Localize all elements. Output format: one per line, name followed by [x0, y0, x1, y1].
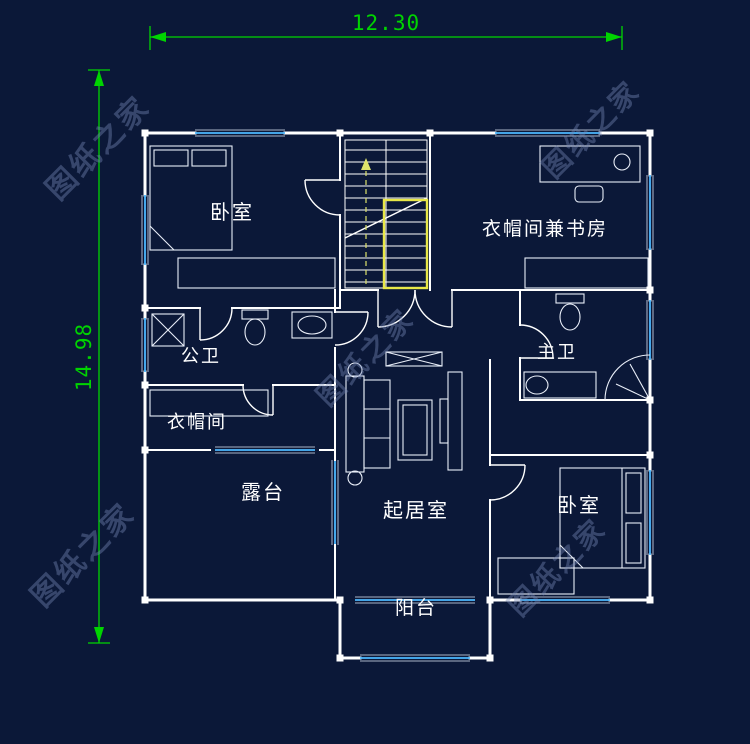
columns [141, 129, 654, 662]
sink [291, 311, 333, 339]
bed-bottom-right [559, 467, 646, 569]
room-label-cloakroom: 衣帽间 [167, 412, 227, 433]
door-public-bathroom [199, 307, 233, 341]
outer-walls [143, 131, 652, 660]
stair-break-line [344, 197, 428, 239]
dim-arrow-down-icon [94, 627, 104, 643]
dimension-top: 12.30 [149, 11, 623, 50]
room-labels: 卧室 衣帽间兼书房 公卫 主卫 衣帽间 露台 起居室 卧室 阳台 [167, 200, 608, 619]
sink [525, 375, 549, 395]
room-label-bedroom-bottom-right: 卧室 [557, 493, 601, 517]
corner-shower [604, 354, 651, 401]
sofa-seat [363, 379, 391, 469]
toilet-bowl [244, 318, 266, 346]
bed-top-left [149, 145, 233, 251]
coffee-table [397, 399, 433, 461]
door-master-bathroom [519, 324, 554, 359]
room-label-bedroom-top-left: 卧室 [210, 200, 254, 224]
watermark-text: 图纸之家 [39, 89, 157, 207]
dim-arrow-right-icon [606, 32, 622, 42]
wardrobe-cloakroom [149, 389, 269, 417]
furniture-bedroom-top-left [149, 145, 336, 289]
room-label-public-bathroom: 公卫 [181, 346, 221, 367]
wardrobe-top-left [177, 257, 336, 289]
furniture-bedroom-bottom-right [497, 467, 646, 595]
dim-arrow-up-icon [94, 70, 104, 86]
door-bedroom-top-left [304, 179, 341, 216]
door-living-side [334, 311, 369, 346]
watermark-text: 图纸之家 [536, 74, 647, 185]
furniture-living-room [345, 351, 463, 486]
staircase [344, 139, 429, 290]
toilet-bowl [559, 303, 581, 331]
room-label-living-room: 起居室 [383, 498, 449, 522]
wardrobe-bottom-right [497, 557, 575, 595]
toilet-tank [241, 309, 269, 320]
stair-direction-arrow-icon [361, 158, 371, 170]
chair [574, 185, 604, 203]
furniture-cloakroom [149, 389, 269, 417]
dim-arrow-left-icon [150, 32, 166, 42]
interior-walls [144, 132, 651, 601]
room-label-master-bathroom: 主卫 [537, 342, 577, 363]
door-living-left-leaf [377, 289, 416, 328]
room-label-wardrobe-study: 衣帽间兼书房 [482, 218, 608, 240]
tv-wall [447, 371, 463, 471]
watermark-text: 图纸之家 [310, 302, 421, 413]
room-label-balcony: 阳台 [395, 597, 437, 619]
dimension-height-label: 14.98 [72, 323, 96, 391]
desk [539, 145, 641, 183]
wardrobe-study [524, 257, 649, 289]
door-living-right-leaf [414, 289, 453, 328]
stair-highlight-box [382, 198, 429, 290]
room-label-terrace: 露台 [241, 480, 285, 504]
tv [439, 398, 449, 444]
toilet-tank [555, 293, 585, 304]
watermark-text: 图纸之家 [502, 512, 613, 623]
windows [141, 129, 654, 662]
dimension-left: 14.98 [72, 69, 110, 644]
watermark-text: 图纸之家 [24, 496, 142, 614]
furniture-study [524, 145, 649, 289]
vanity-counter [523, 371, 597, 399]
furniture-public-bathroom [151, 309, 333, 347]
entry-cabinet [385, 351, 443, 367]
door-bedroom-bottom-right [489, 464, 526, 501]
washer [151, 313, 185, 347]
dimension-width-label: 12.30 [352, 11, 420, 35]
furniture-master-bathroom [523, 293, 651, 401]
